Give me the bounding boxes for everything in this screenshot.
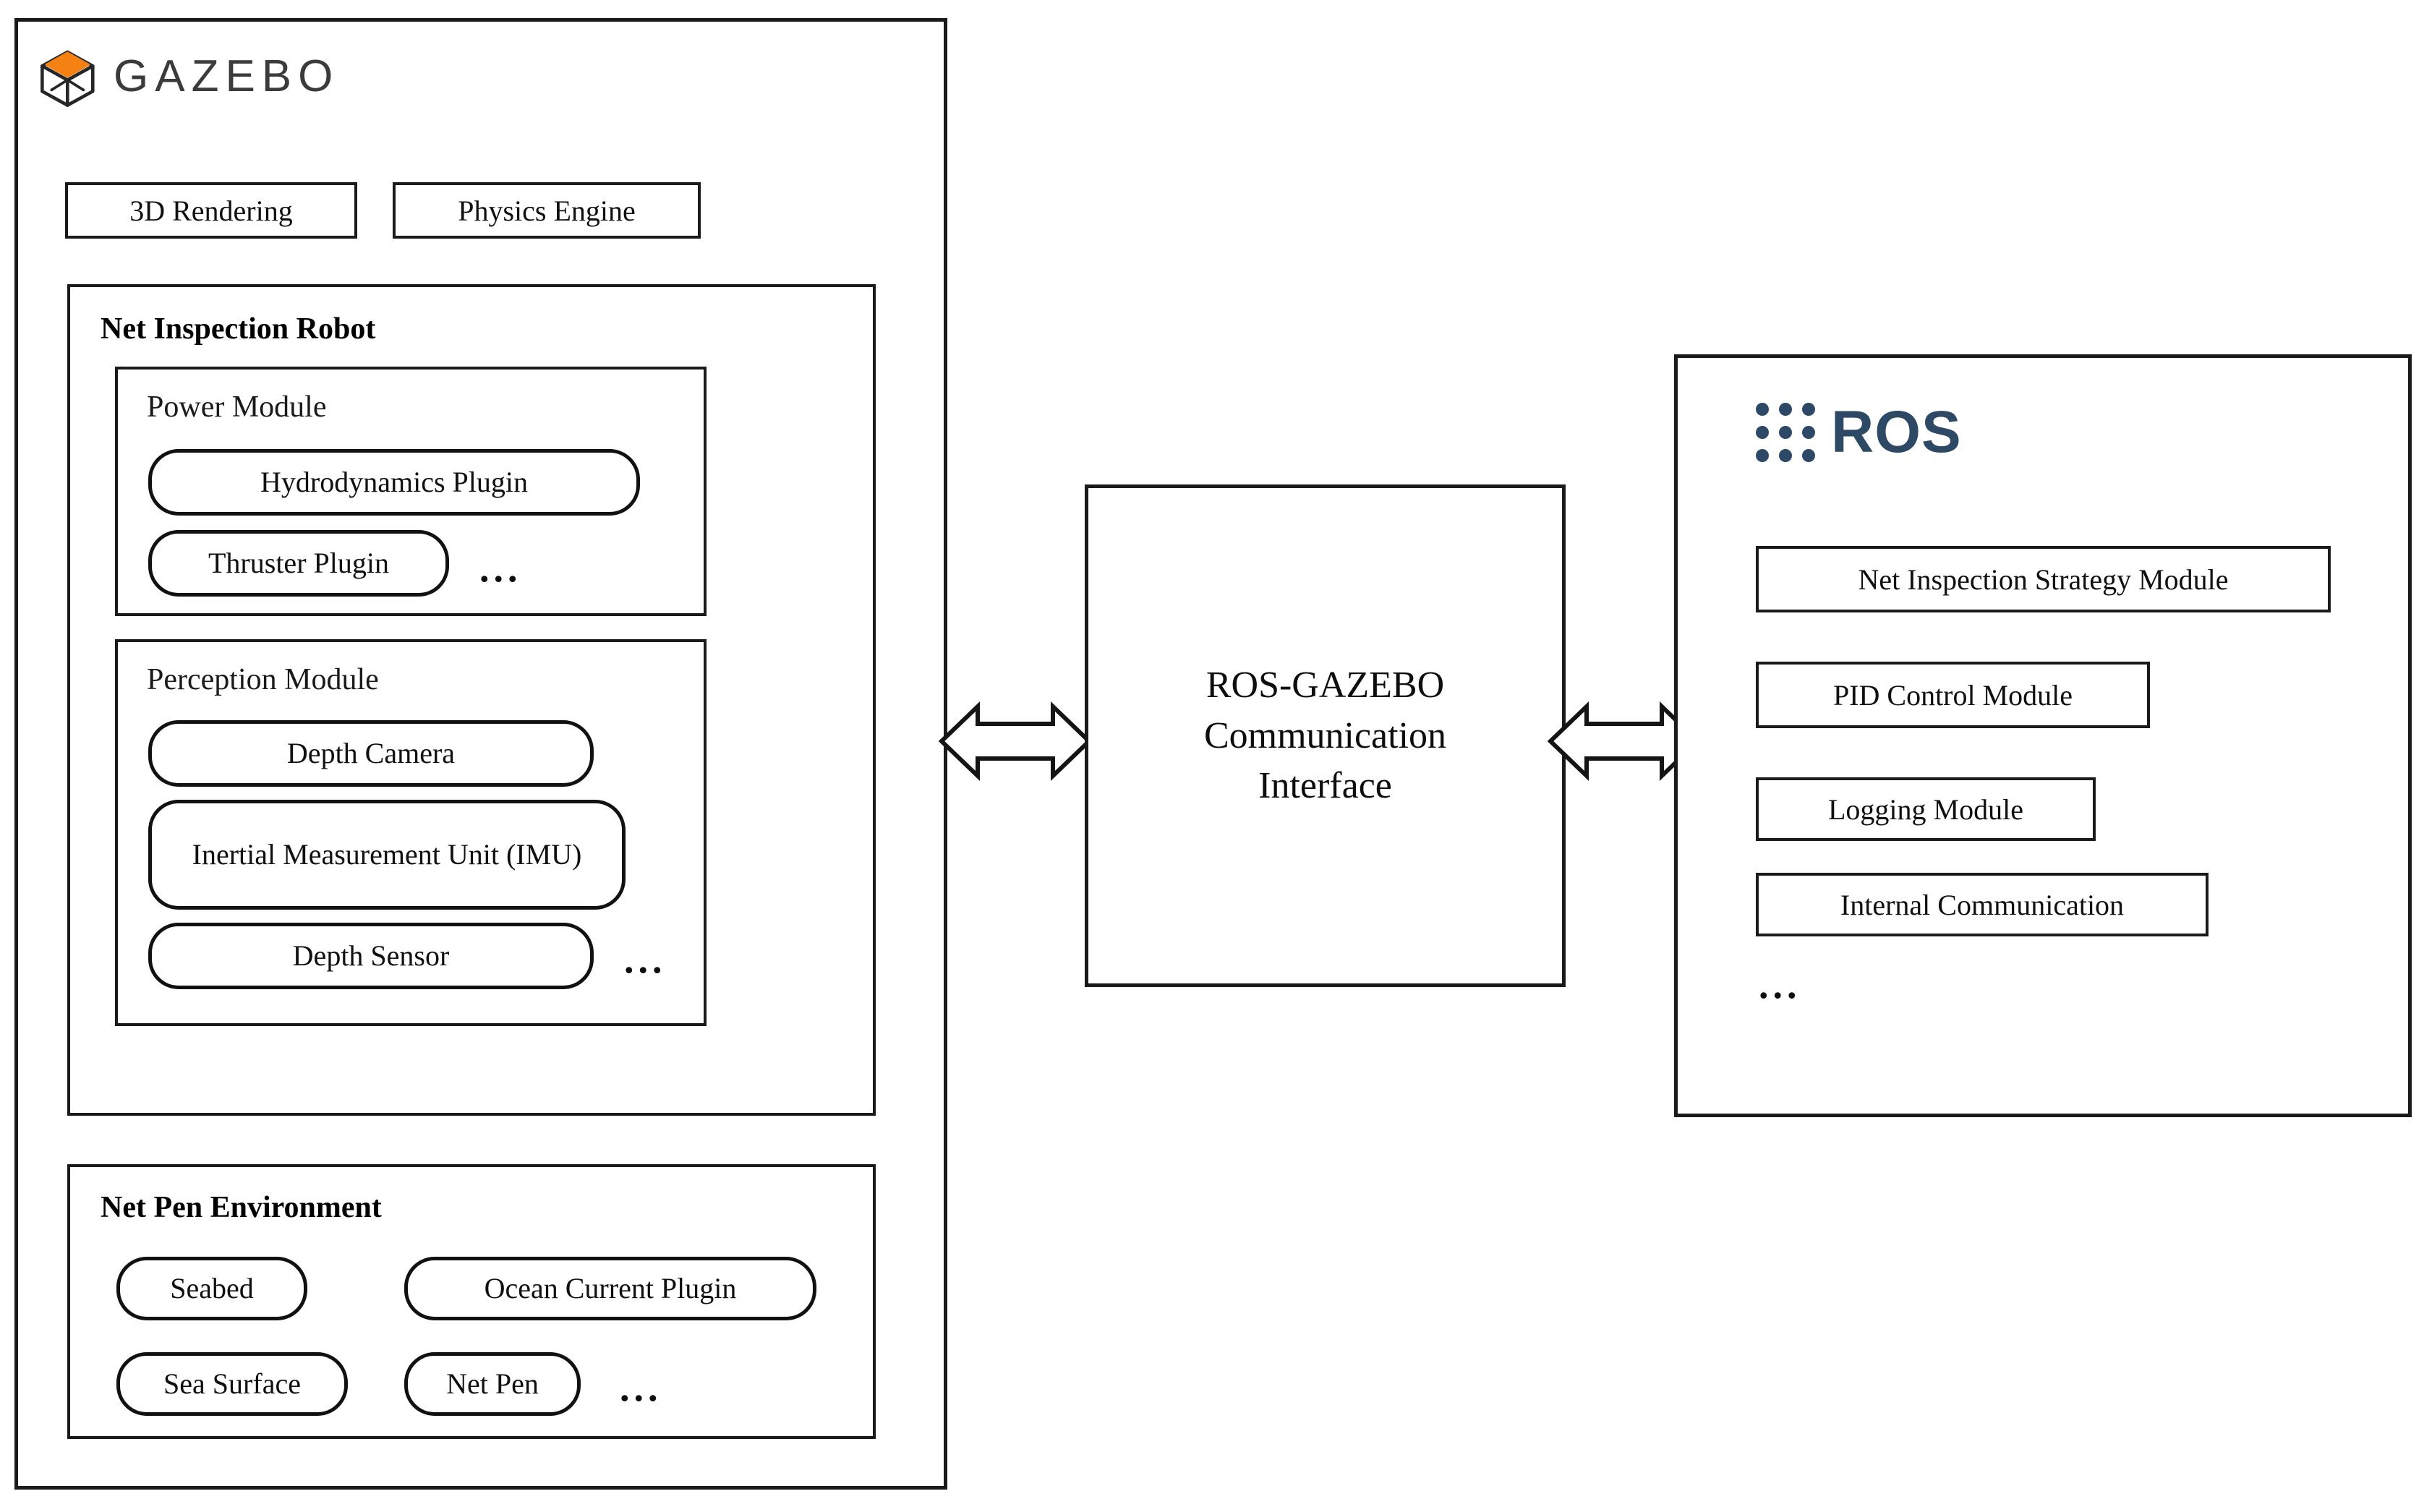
ros-wordmark: ROS <box>1831 399 1962 465</box>
sensor-pill-depth-sensor[interactable]: Depth Sensor <box>148 923 594 989</box>
feature-box-3d-rendering[interactable]: 3D Rendering <box>65 182 357 239</box>
interface-label-line1: ROS-GAZEBO <box>1205 664 1445 706</box>
net-inspection-robot-title: Net Inspection Robot <box>101 312 376 346</box>
power-module-ellipsis: ... <box>479 547 522 590</box>
perception-module-ellipsis: ... <box>624 938 667 981</box>
environment-pill-net-pen[interactable]: Net Pen <box>404 1352 581 1416</box>
perception-module-title: Perception Module <box>147 663 379 696</box>
sensor-pill-label: Inertial Measurement Unit (IMU) <box>192 837 582 871</box>
ros-module-logging[interactable]: Logging Module <box>1756 777 2096 841</box>
net-pen-environment-title: Net Pen Environment <box>101 1191 382 1224</box>
net-pen-environment-group: Net Pen Environment Seabed Ocean Current… <box>67 1164 876 1439</box>
feature-box-physics-engine[interactable]: Physics Engine <box>393 182 701 239</box>
feature-box-label: Physics Engine <box>458 194 636 227</box>
ros-module-pid-control[interactable]: PID Control Module <box>1756 662 2150 728</box>
plugin-pill-hydrodynamics[interactable]: Hydrodynamics Plugin <box>148 449 640 516</box>
environment-pill-seabed[interactable]: Seabed <box>116 1257 307 1320</box>
sensor-pill-label: Depth Sensor <box>292 939 450 972</box>
environment-pill-label: Ocean Current Plugin <box>484 1271 737 1304</box>
ros-logo: ROS <box>1756 403 1962 462</box>
sensor-pill-imu[interactable]: Inertial Measurement Unit (IMU) <box>148 800 626 910</box>
perception-module-box: Perception Module Depth Camera Inertial … <box>115 639 707 1026</box>
net-inspection-robot-group: Net Inspection Robot Power Module Hydrod… <box>67 284 876 1116</box>
ros-module-internal-communication[interactable]: Internal Communication <box>1756 873 2209 936</box>
gazebo-cube-icon <box>40 50 95 107</box>
plugin-pill-label: Hydrodynamics Plugin <box>260 465 528 498</box>
left-double-arrow-icon <box>939 691 1092 792</box>
net-pen-environment-ellipsis: ... <box>620 1366 662 1409</box>
environment-pill-label: Seabed <box>170 1271 254 1304</box>
interface-label-line2: Communication <box>1203 714 1447 756</box>
gazebo-logo: GAZEBO <box>37 43 339 110</box>
interface-label-line3: Interface <box>1258 765 1392 807</box>
gazebo-wordmark: GAZEBO <box>114 51 340 101</box>
ros-module-label: Logging Module <box>1828 793 2023 826</box>
feature-box-label: 3D Rendering <box>129 194 293 227</box>
plugin-pill-thruster[interactable]: Thruster Plugin <box>148 530 449 597</box>
ros-panel-ellipsis: ... <box>1759 963 1801 1007</box>
environment-pill-label: Net Pen <box>446 1367 539 1400</box>
environment-pill-label: Sea Surface <box>163 1367 301 1400</box>
interface-label-block: ROS-GAZEBO Communication Interface <box>1204 660 1446 811</box>
ros-module-label: Internal Communication <box>1840 888 2125 921</box>
power-module-title: Power Module <box>147 390 327 424</box>
ros-module-label: Net Inspection Strategy Module <box>1858 563 2229 596</box>
environment-pill-sea-surface[interactable]: Sea Surface <box>116 1352 348 1416</box>
environment-pill-ocean-current-plugin[interactable]: Ocean Current Plugin <box>404 1257 816 1320</box>
gazebo-panel: GAZEBO 3D Rendering Physics Engine Net I… <box>14 18 947 1490</box>
plugin-pill-label: Thruster Plugin <box>208 546 389 579</box>
ros-module-label: PID Control Module <box>1832 678 2073 712</box>
power-module-box: Power Module Hydrodynamics Plugin Thrust… <box>115 367 707 616</box>
ros-module-net-inspection-strategy[interactable]: Net Inspection Strategy Module <box>1756 546 2331 612</box>
double-headed-arrow-shape <box>939 701 1092 782</box>
sensor-pill-label: Depth Camera <box>286 736 456 769</box>
ros-gazebo-communication-interface-box: ROS-GAZEBO Communication Interface <box>1085 484 1566 987</box>
ros-panel: ROS Net Inspection Strategy Module PID C… <box>1674 354 2412 1117</box>
sensor-pill-depth-camera[interactable]: Depth Camera <box>148 720 594 787</box>
ros-dot-grid-icon <box>1756 403 1815 462</box>
